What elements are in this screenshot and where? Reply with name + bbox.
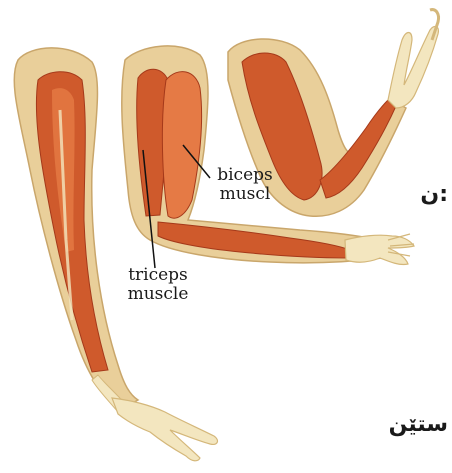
middle-hand-bones [345,235,414,264]
side-text-bottom-fragment: ستێن [389,412,448,437]
side-text-top-fragment: ن: [420,182,448,207]
triceps-label-line2: muscle [122,285,194,304]
biceps-label-line2: muscl [212,185,278,204]
biceps-label-line1: biceps [212,166,278,185]
left-hand-bones [112,398,217,461]
triceps-label: triceps muscle [122,266,194,304]
biceps-label: biceps muscl [212,166,278,204]
triceps-label-line1: triceps [122,266,194,285]
right-hand-bones [388,27,438,108]
